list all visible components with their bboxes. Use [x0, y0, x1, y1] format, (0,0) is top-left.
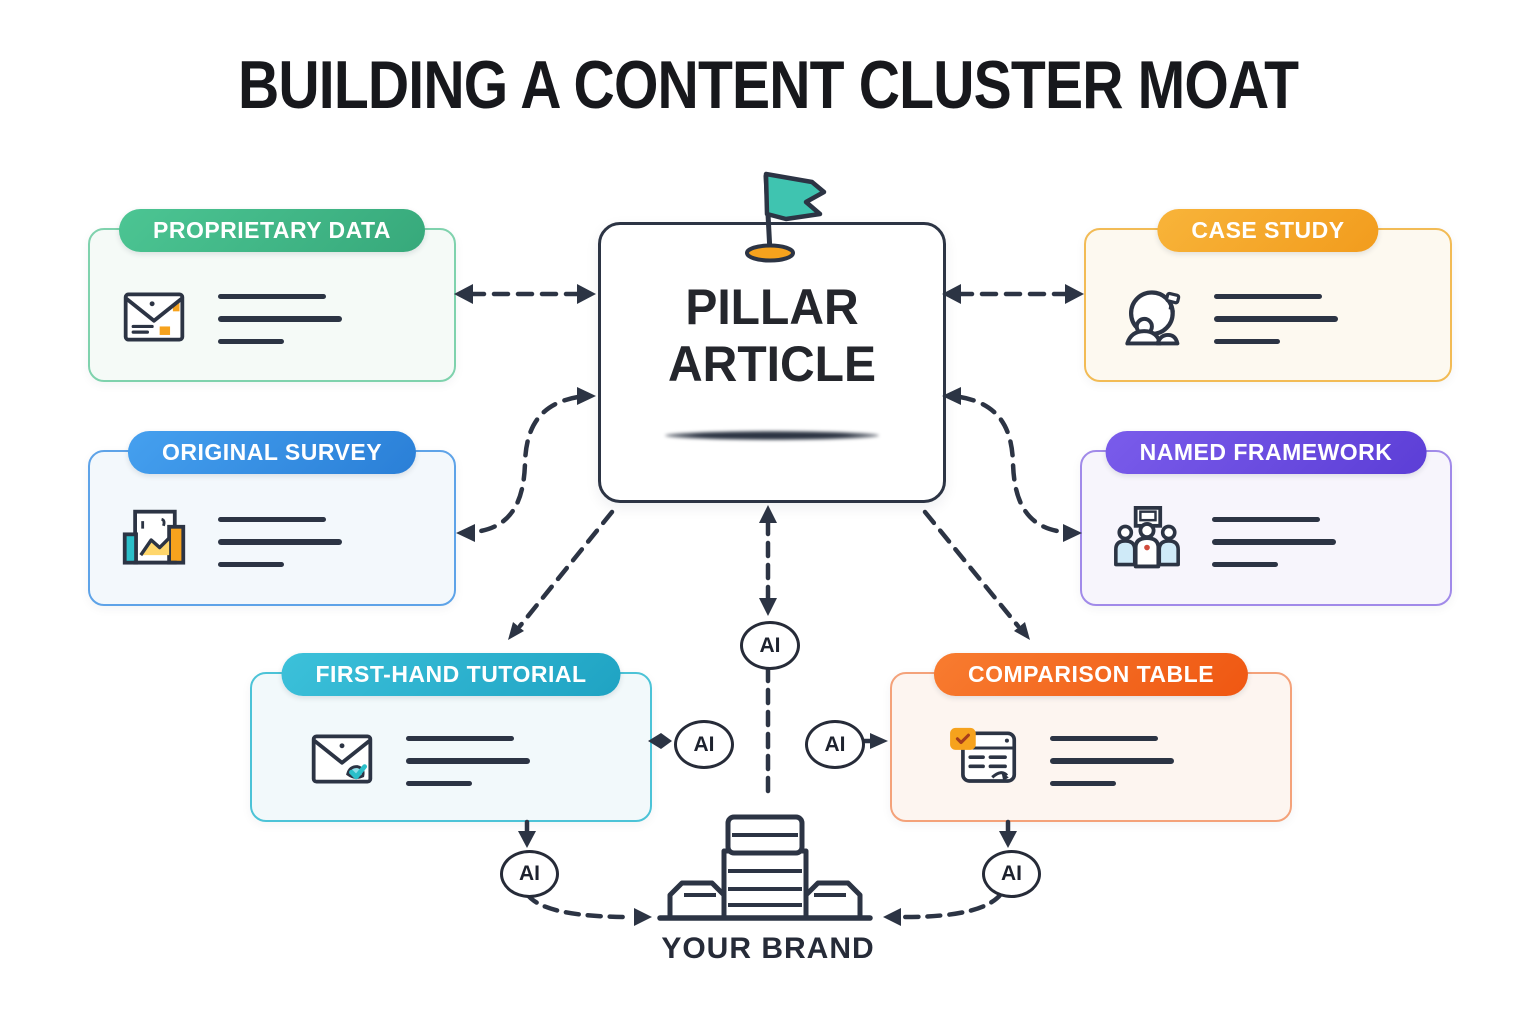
table-window-icon	[948, 726, 1020, 797]
card-header-comparison-table: COMPARISON TABLE	[933, 653, 1249, 696]
ai-badge: AI	[500, 850, 559, 898]
team-presentation-icon	[1112, 505, 1182, 579]
card-proprietary-data: PROPRIETARY DATA	[88, 209, 456, 382]
card-label: ORIGINAL SURVEY	[161, 439, 383, 465]
ai-badge: AI	[805, 720, 865, 769]
ai-badge: AI	[982, 850, 1041, 898]
pillar-article-title: PILLAR ARTICLE	[608, 279, 936, 393]
ai-badge: AI	[674, 720, 734, 769]
envelope-data-icon	[120, 283, 188, 356]
placeholder-text-lines	[1050, 719, 1174, 804]
flag-icon	[722, 164, 832, 269]
placeholder-text-lines	[1212, 500, 1336, 585]
card-label: NAMED FRAMEWORK	[1139, 439, 1393, 465]
card-original-survey: ORIGINAL SURVEY	[88, 431, 456, 606]
card-label: CASE STUDY	[1191, 217, 1345, 243]
ai-badge-label: AI	[693, 732, 715, 756]
placeholder-text-lines	[218, 500, 342, 585]
survey-chart-icon	[120, 506, 188, 579]
card-header-case-study: CASE STUDY	[1157, 209, 1379, 252]
card-header-proprietary-data: PROPRIETARY DATA	[118, 209, 426, 252]
pillar-article-box: PILLAR ARTICLE	[598, 222, 946, 503]
ai-badge-label: AI	[824, 732, 846, 756]
card-header-first-hand-tutorial: FIRST-HAND TUTORIAL	[281, 653, 621, 696]
magnifier-person-icon	[1116, 283, 1184, 356]
pillar-title-line1: PILLAR	[685, 279, 859, 335]
ai-badge-label: AI	[1001, 862, 1022, 885]
ai-badge: AI	[740, 621, 800, 670]
pillar-title-line2: ARTICLE	[668, 336, 876, 392]
card-first-hand-tutorial: FIRST-HAND TUTORIAL	[250, 653, 652, 822]
card-label: COMPARISON TABLE	[967, 661, 1215, 687]
brand-label: YOUR BRAND	[608, 932, 928, 966]
card-header-original-survey: ORIGINAL SURVEY	[127, 431, 417, 474]
placeholder-text-lines	[1214, 277, 1338, 362]
ai-badge-label: AI	[519, 862, 540, 885]
card-case-study: CASE STUDY	[1084, 209, 1452, 382]
page-title-text: BUILDING A CONTENT CLUSTER MOAT	[237, 47, 1299, 123]
ai-badge-label: AI	[759, 633, 781, 657]
underline-smudge	[665, 431, 879, 440]
card-comparison-table: COMPARISON TABLE	[890, 653, 1292, 822]
castle-icon	[650, 795, 880, 935]
brand-label-text: YOUR BRAND	[661, 932, 875, 965]
placeholder-text-lines	[218, 277, 342, 362]
page-title: BUILDING A CONTENT CLUSTER MOAT	[0, 46, 1536, 124]
card-label: FIRST-HAND TUTORIAL	[315, 661, 587, 687]
placeholder-text-lines	[406, 719, 530, 804]
card-label: PROPRIETARY DATA	[152, 217, 392, 243]
envelope-check-icon	[308, 725, 376, 798]
card-named-framework: NAMED FRAMEWORK	[1080, 431, 1452, 606]
card-header-named-framework: NAMED FRAMEWORK	[1105, 431, 1427, 474]
